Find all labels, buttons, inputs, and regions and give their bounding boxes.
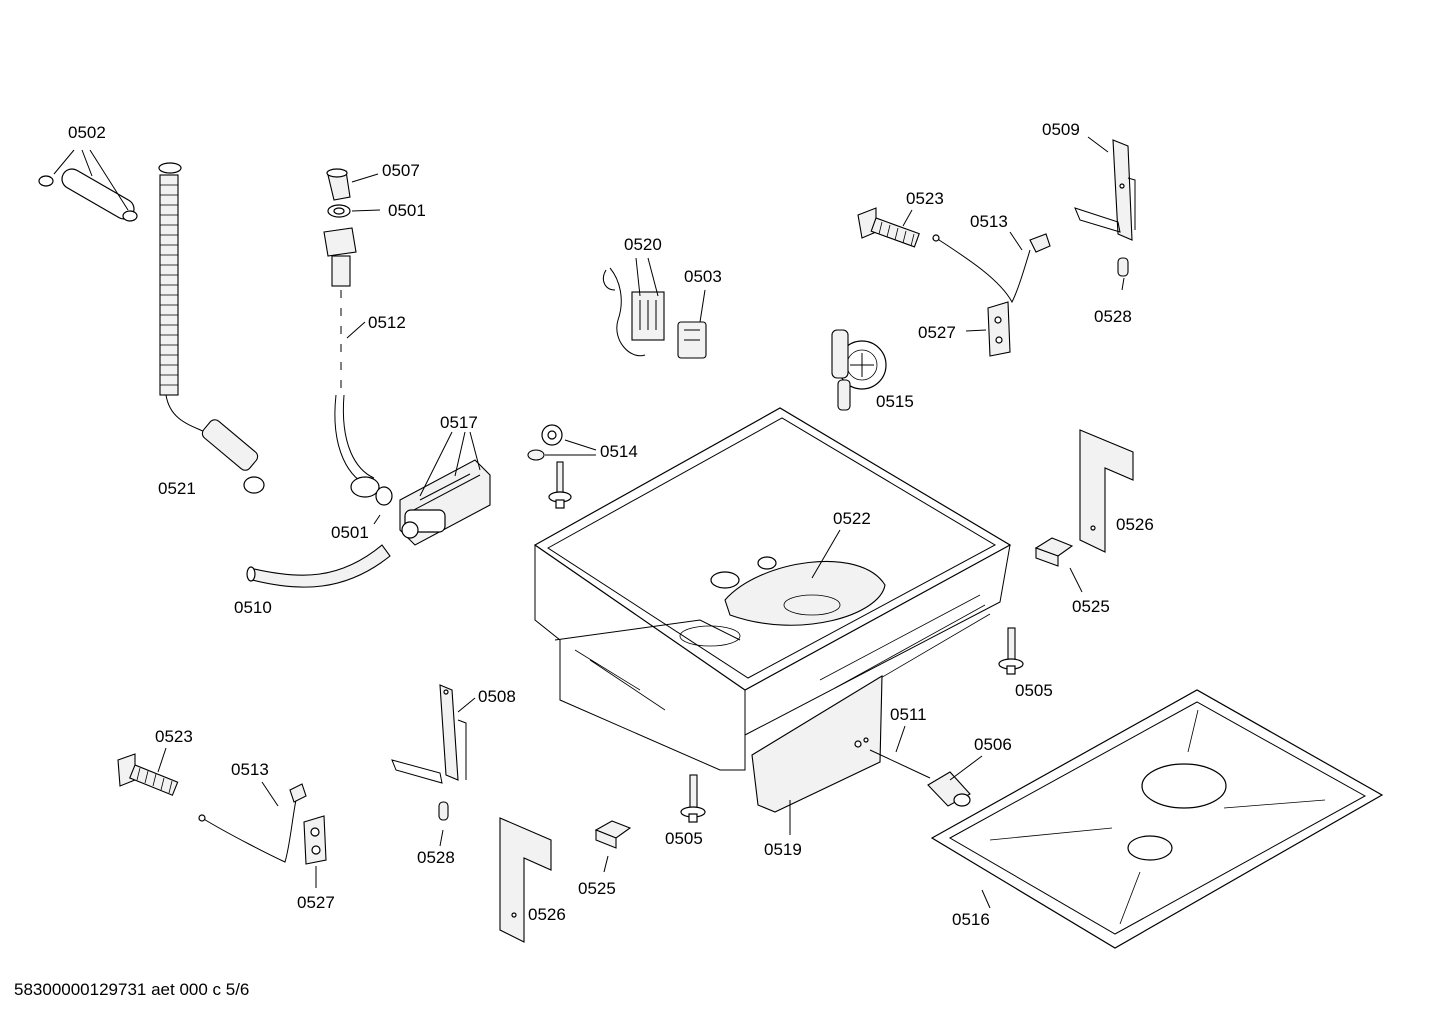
part-0519-cover-plate[interactable] bbox=[751, 675, 883, 813]
label-0523-lower: 0523 bbox=[155, 727, 193, 746]
leaders-0511-0519 bbox=[789, 725, 906, 835]
part-0527-holder-upper[interactable] bbox=[987, 301, 1011, 357]
part-0521-drain-hose[interactable] bbox=[158, 162, 265, 494]
part-0501-washer-top[interactable] bbox=[327, 204, 351, 218]
leaders-0517-0501 bbox=[373, 431, 481, 525]
label-0520: 0520 bbox=[624, 235, 662, 254]
label-0510: 0510 bbox=[234, 598, 272, 617]
label-0501: 0501 bbox=[388, 201, 426, 220]
leader-0513-lower bbox=[261, 781, 279, 807]
part-0520-harness[interactable] bbox=[602, 267, 665, 357]
part-0513-sensor-cable-lower[interactable] bbox=[198, 783, 307, 863]
label-0507: 0507 bbox=[382, 161, 420, 180]
label-0523: 0523 bbox=[906, 189, 944, 208]
label-0508: 0508 bbox=[478, 687, 516, 706]
document-id-footer: 58300000129731 aet 000 c 5/6 bbox=[14, 980, 250, 999]
part-0523-spring-lower[interactable] bbox=[117, 753, 179, 796]
label-0521: 0521 bbox=[158, 479, 196, 498]
label-0505-lower: 0505 bbox=[665, 829, 703, 848]
label-0526-lower: 0526 bbox=[528, 905, 566, 924]
part-0509-bracket[interactable] bbox=[1074, 139, 1136, 241]
leader-0506 bbox=[949, 755, 983, 781]
label-0528: 0528 bbox=[1094, 307, 1132, 326]
part-0505-foot-right[interactable] bbox=[998, 627, 1024, 675]
part-0516-bottom-tray[interactable] bbox=[930, 689, 1384, 949]
part-0502-clamps-and-sleeve[interactable] bbox=[38, 165, 138, 222]
part-0501-washer-bottom[interactable] bbox=[350, 476, 393, 506]
leader-0523-lower bbox=[157, 747, 167, 773]
leaders-0520-0503 bbox=[635, 257, 706, 323]
part-0503-connector[interactable] bbox=[677, 321, 707, 359]
label-0526: 0526 bbox=[1116, 515, 1154, 534]
leader-0528-lower bbox=[439, 829, 444, 847]
leader-0502 bbox=[53, 149, 129, 211]
part-0528-clip-lower[interactable] bbox=[438, 801, 449, 821]
part-0505-foot-lower[interactable] bbox=[680, 774, 706, 823]
leader-0527-upper bbox=[965, 329, 987, 332]
part-0512-inlet-hose[interactable] bbox=[323, 227, 375, 487]
part-0517-aquastop-valve[interactable] bbox=[399, 459, 491, 546]
part-0506-sensor[interactable] bbox=[927, 771, 971, 807]
label-0501-lower: 0501 bbox=[331, 523, 369, 542]
leaders-0507-0501-0512 bbox=[346, 173, 381, 339]
label-0513: 0513 bbox=[970, 212, 1008, 231]
label-0517: 0517 bbox=[440, 413, 478, 432]
part-0527-holder-lower[interactable] bbox=[303, 815, 327, 865]
part-0525-block-right[interactable] bbox=[1034, 537, 1074, 567]
label-0525: 0525 bbox=[1072, 597, 1110, 616]
label-0512: 0512 bbox=[368, 313, 406, 332]
leader-0514 bbox=[545, 439, 597, 456]
leader-0525-lower bbox=[603, 855, 609, 873]
part-0511-cable[interactable] bbox=[869, 749, 931, 779]
leader-0516 bbox=[981, 889, 991, 909]
label-0527: 0527 bbox=[918, 323, 956, 342]
part-0526-panel-lower[interactable] bbox=[499, 817, 552, 943]
part-0526-panel-right[interactable] bbox=[1079, 429, 1134, 553]
label-0513-lower: 0513 bbox=[231, 760, 269, 779]
part-0507-filter[interactable] bbox=[326, 168, 351, 201]
label-0514: 0514 bbox=[600, 442, 638, 461]
part-0514-gears[interactable] bbox=[527, 424, 572, 509]
part-0525-block-lower[interactable] bbox=[594, 820, 632, 849]
leader-0522 bbox=[811, 529, 841, 579]
label-0515: 0515 bbox=[876, 392, 914, 411]
leader-0513-upper bbox=[1009, 231, 1023, 251]
part-0528-clip-upper[interactable] bbox=[1117, 257, 1129, 277]
leader-0528-upper bbox=[1121, 277, 1125, 291]
label-0509: 0509 bbox=[1042, 120, 1080, 139]
label-0528-lower: 0528 bbox=[417, 848, 455, 867]
label-0527-lower: 0527 bbox=[297, 893, 335, 912]
label-0519: 0519 bbox=[764, 840, 802, 859]
label-0502: 0502 bbox=[68, 123, 106, 142]
part-0513-sensor-cable-upper[interactable] bbox=[932, 233, 1051, 304]
part-0515-pump[interactable] bbox=[831, 329, 887, 411]
part-base-tub-assembly bbox=[533, 407, 1012, 771]
label-0511: 0511 bbox=[890, 705, 927, 724]
label-0505: 0505 bbox=[1015, 681, 1053, 700]
leader-0525-right bbox=[1069, 567, 1083, 593]
label-0522: 0522 bbox=[833, 509, 871, 528]
leader-0523-upper bbox=[902, 209, 913, 227]
label-0503: 0503 bbox=[684, 267, 722, 286]
part-0523-spring-upper[interactable] bbox=[857, 207, 920, 248]
part-0510-hose[interactable] bbox=[246, 544, 391, 588]
leader-0509 bbox=[1087, 136, 1109, 153]
part-0508-bracket[interactable] bbox=[391, 684, 467, 784]
leader-0508 bbox=[457, 697, 476, 713]
label-0516: 0516 bbox=[952, 910, 990, 929]
label-0525-lower: 0525 bbox=[578, 879, 616, 898]
label-0506: 0506 bbox=[974, 735, 1012, 754]
